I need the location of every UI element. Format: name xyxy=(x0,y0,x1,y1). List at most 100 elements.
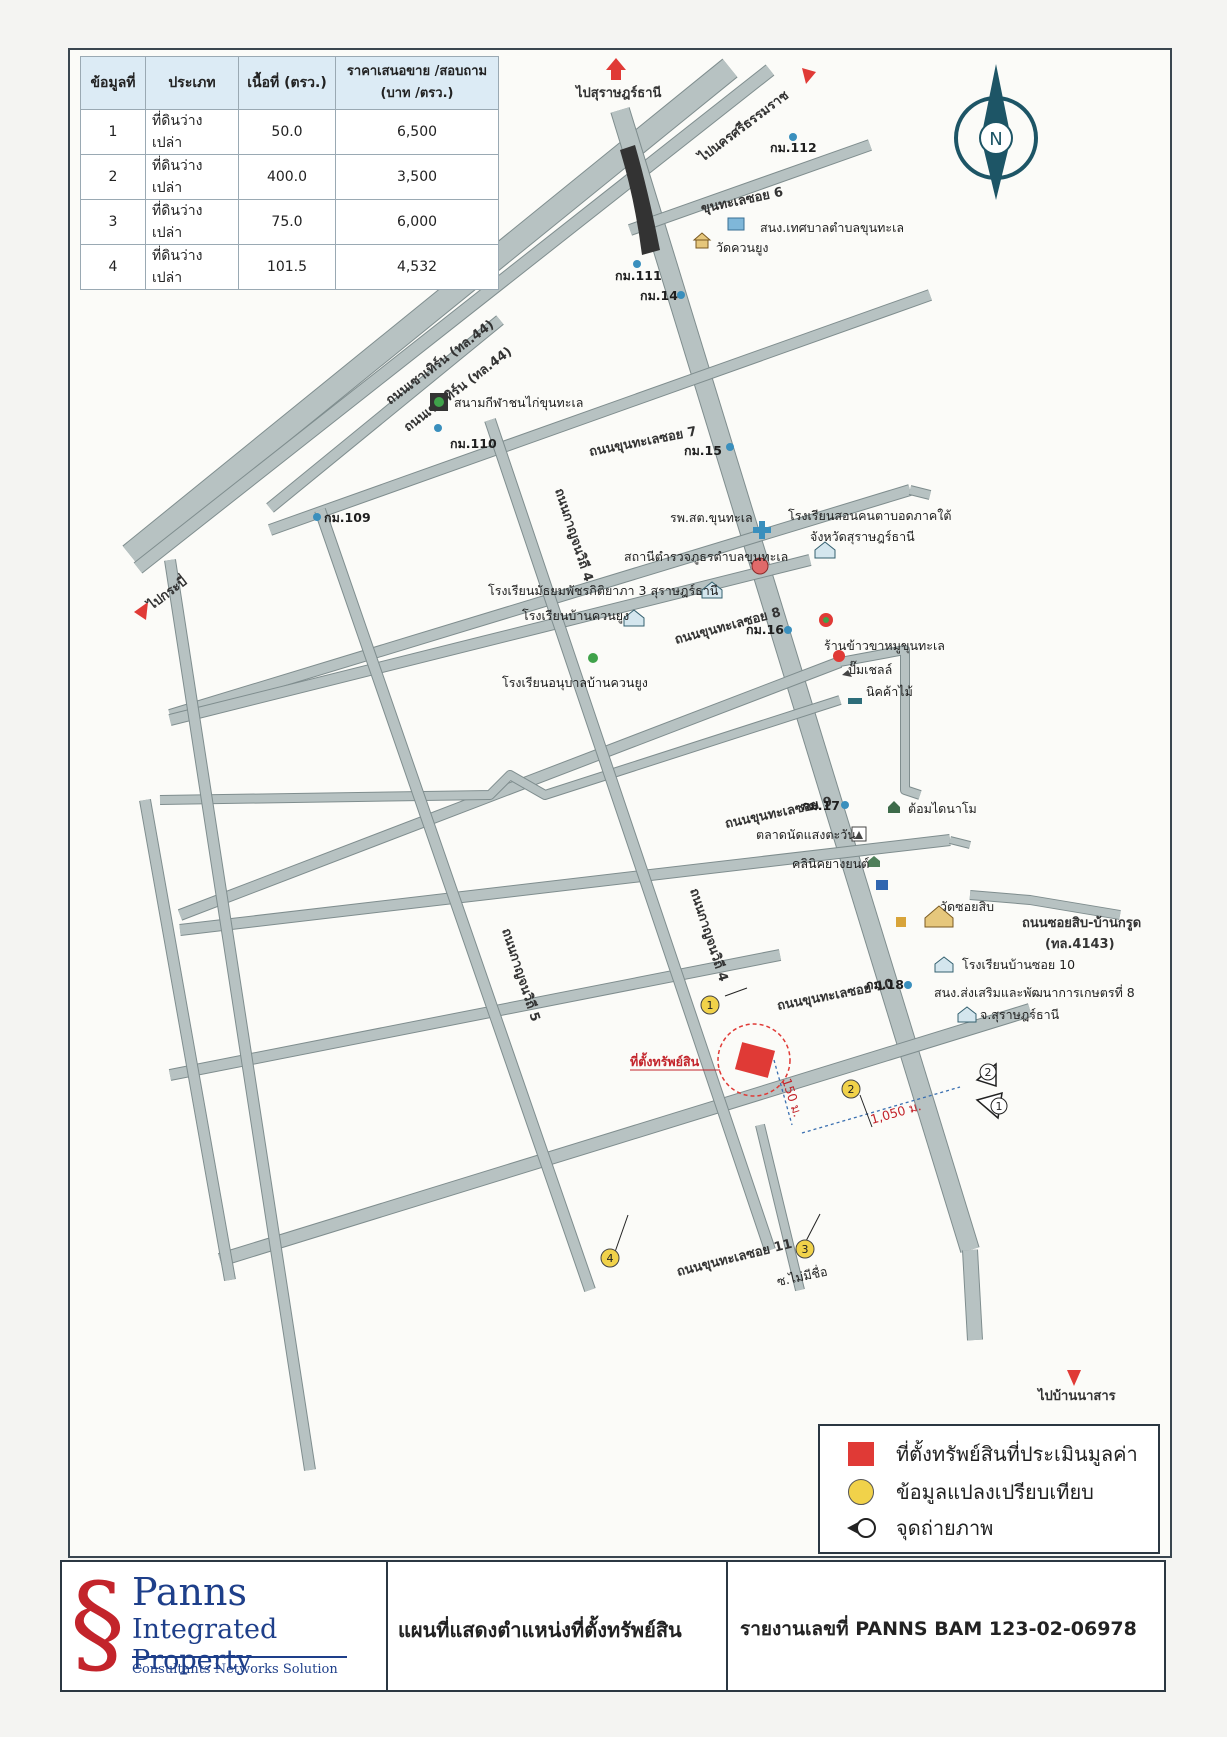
property-radius xyxy=(717,1023,791,1097)
footer-report-cell: รายงานเลขที่ PANNS BAM 123-02-06978 xyxy=(728,1562,1164,1690)
shell-icon xyxy=(842,670,852,677)
legend-row-comparable: ข้อมูลแปลงเปรียบเทียบ xyxy=(844,1476,1094,1508)
km14: กม.14 xyxy=(640,288,678,303)
row-no: 3 xyxy=(80,199,146,245)
road-cross-b xyxy=(159,696,842,804)
poi-tree-shop: นิคค้าไม้ xyxy=(866,684,913,699)
row-type: ที่ดินว่างเปล่า xyxy=(145,199,239,245)
poi-agri-office-2: จ.สุราษฎร์ธานี xyxy=(980,1007,1060,1023)
brand-rule xyxy=(132,1656,347,1658)
shop-icon xyxy=(896,917,906,927)
legend-label-comparable: ข้อมูลแปลงเปรียบเทียบ xyxy=(896,1480,1094,1504)
brand-logo-icon: § xyxy=(70,1559,125,1687)
svg-text:3: 3 xyxy=(802,1243,809,1256)
road-soi10 xyxy=(179,835,951,935)
svg-text:1: 1 xyxy=(707,999,714,1012)
poi-wat-kuan: วัดควนยูง xyxy=(716,240,769,256)
comparable-3[interactable]: 3 xyxy=(795,1213,821,1259)
poi-hospital: รพ.สต.ขุนทะเล xyxy=(670,510,753,526)
row-type: ที่ดินว่างเปล่า xyxy=(145,154,239,200)
location-map: ไปสุราษฎร์ธานี ไปนครศรีธรรมราช ไปกระบี่ … xyxy=(122,58,1141,1471)
dir-surat: ไปสุราษฎร์ธานี xyxy=(574,84,662,101)
row-no: 1 xyxy=(80,109,146,155)
comparable-dot-icon xyxy=(795,1239,815,1259)
poi-agri-office-1: สนง.ส่งเสริมและพัฒนาการเกษตรที่ 8 xyxy=(934,984,1135,1000)
row-no: 2 xyxy=(80,154,146,200)
overpass-ramp xyxy=(620,145,660,255)
road-soi8-b xyxy=(909,486,931,499)
poi-market: ตลาดนัดแสงตะวัน xyxy=(756,827,856,842)
school-matthayom-icon xyxy=(701,581,723,599)
road-k5 xyxy=(315,508,595,1292)
poi-stadium: สนามกีฬาชนไก่ขุนทะเล xyxy=(454,395,583,411)
clinic-icon xyxy=(868,856,880,867)
row-type: ที่ดินว่างเปล่า xyxy=(145,109,239,155)
svg-text:2: 2 xyxy=(848,1083,855,1096)
road-label-soisib-1: ถนนซอยสิบ-บ้านกรูด xyxy=(1022,915,1141,931)
legend-label-property: ที่ตั้งทรัพย์สินที่ประเมินมูลค่า xyxy=(896,1442,1138,1466)
legend-label-photo: จุดถ่ายภาพ xyxy=(896,1516,994,1540)
road-soi9-ext xyxy=(839,646,922,799)
brand-tag: Consultants Networks Solution xyxy=(132,1662,338,1677)
comparable-1[interactable]: 1 xyxy=(700,987,748,1015)
school-deaf-icon xyxy=(814,541,836,559)
legend-row-property: ที่ตั้งทรัพย์สินที่ประเมินมูลค่า xyxy=(844,1438,1138,1470)
comparables-table: ข้อมูลที่ ประเภท เนื้อที่ (ตรว.) ราคาเสน… xyxy=(80,56,499,290)
hospital-icon xyxy=(753,521,771,539)
comparable-circle-icon xyxy=(848,1479,874,1505)
arrow-krabi-icon xyxy=(134,602,148,620)
road-label-soi7: ถนนขุนทะเลซอย 7 xyxy=(588,424,698,460)
photo-point-1[interactable]: 1 xyxy=(975,1091,1008,1120)
legend-row-photo: จุดถ่ายภาพ xyxy=(844,1512,993,1544)
fuel-station-icon xyxy=(876,880,888,890)
row-price: 3,500 xyxy=(335,154,499,200)
km109: กม.109 xyxy=(324,510,371,525)
report-number: รายงานเลขที่ PANNS BAM 123-02-06978 xyxy=(740,1618,1137,1640)
poi-police: สถานีตำรวจภูธรตำบลขุนทะเล xyxy=(624,549,788,565)
km112: กม.112 xyxy=(770,140,817,155)
school-bankuan-icon xyxy=(623,609,645,627)
building-icon xyxy=(727,217,745,231)
distance-line-150 xyxy=(773,1059,793,1126)
comparable-2[interactable]: 2 xyxy=(841,1079,873,1128)
road-soisib xyxy=(949,837,971,848)
km-marker-icon xyxy=(313,133,912,989)
footer: § Panns Integrated Property Consultants … xyxy=(60,1560,1166,1692)
comparable-dot-icon xyxy=(600,1248,620,1268)
brand-sub: Integrated Property xyxy=(132,1614,278,1676)
poi-petrol: ปั๊มเชลล์ xyxy=(848,660,892,677)
dome-icon xyxy=(888,801,900,813)
poi-dome: ต้อมไดนาโม xyxy=(908,801,977,816)
row-area: 400.0 xyxy=(238,154,336,200)
row-price: 6,500 xyxy=(335,109,499,155)
road-noname xyxy=(756,1124,804,1291)
col-type: ประเภท xyxy=(145,56,239,110)
svg-text:1: 1 xyxy=(996,1100,1003,1113)
row-area: 50.0 xyxy=(238,109,336,155)
road-cross-a xyxy=(168,555,812,725)
km111: กม.111 xyxy=(615,268,662,283)
arrow-surat-icon xyxy=(606,58,626,80)
agri-office-icon xyxy=(957,1006,977,1023)
road-main-south xyxy=(963,1249,982,1341)
poi-wat-soisib: วัดซอยสิบ xyxy=(940,899,994,914)
row-area: 101.5 xyxy=(238,244,336,290)
road-soi9-real xyxy=(178,657,842,920)
km16: กม.16 xyxy=(746,622,784,637)
road-west-1 xyxy=(165,559,315,1471)
col-price: ราคาเสนอขาย /สอบถาม (บาท /ตรว.) xyxy=(335,56,499,110)
brand-name: Panns xyxy=(132,1570,247,1614)
road-label-soisib-2: (ทล.4143) xyxy=(1045,937,1115,952)
comparable-4[interactable]: 4 xyxy=(600,1214,629,1268)
road-label-kanchan4-a: ถนนกาญจนวิถี 4 xyxy=(551,486,596,583)
photo-point-2[interactable]: 2 xyxy=(975,1062,997,1088)
road-hwy44-service xyxy=(266,316,504,512)
row-price: 4,532 xyxy=(335,244,499,290)
poi-school-bankuan: โรงเรียนบ้านควนยูง xyxy=(522,608,629,624)
distance-1050: 1,050 ม. xyxy=(869,1098,923,1127)
compass: N xyxy=(954,64,1038,200)
